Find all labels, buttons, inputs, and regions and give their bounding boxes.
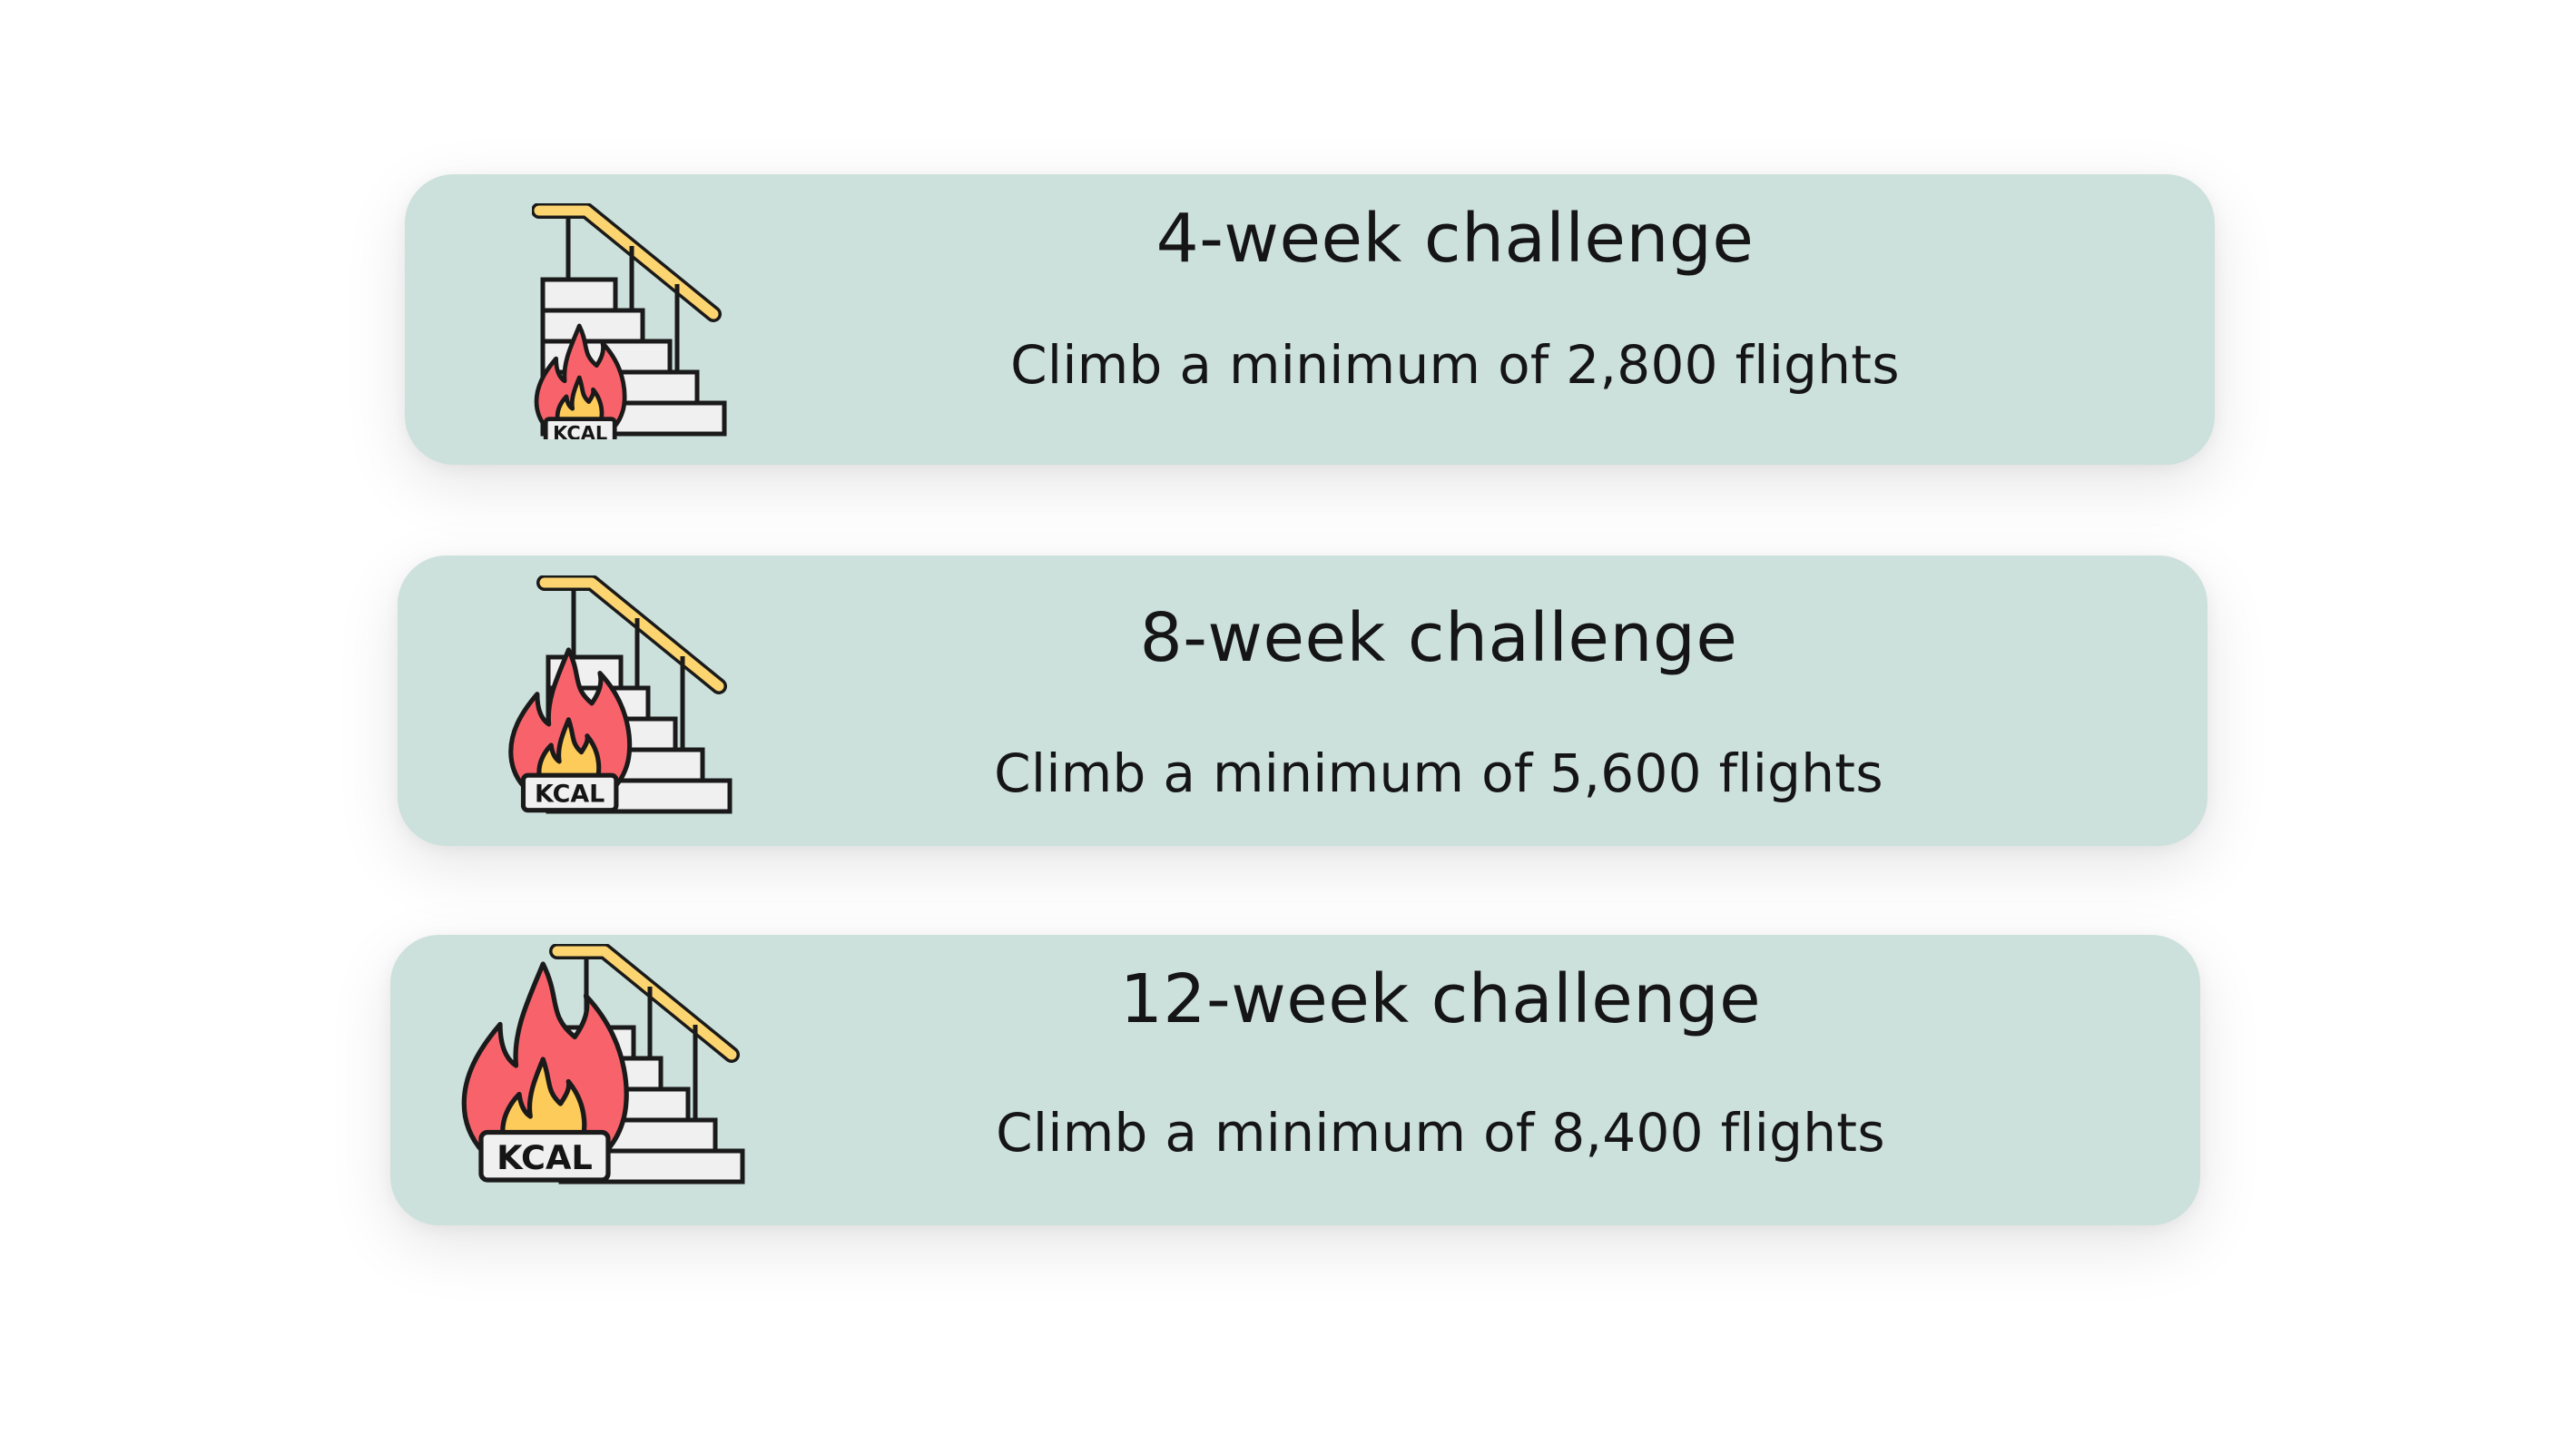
challenge-description: Climb a minimum of 8,400 flights: [996, 1102, 1885, 1164]
challenge-description: Climb a minimum of 5,600 flights: [994, 742, 1883, 804]
kcal-badge-text: KCAL: [497, 1138, 593, 1177]
challenge-title: 4-week challenge: [1155, 200, 1755, 278]
challenge-title: 12-week challenge: [1119, 960, 1762, 1038]
challenge-card-4-week: KCAL 4-week challenge Climb a minimum of…: [405, 174, 2215, 465]
stairs-calorie-flame-icon: KCAL: [461, 944, 745, 1185]
stairs-calorie-flame-icon: KCAL: [532, 203, 727, 439]
challenge-card-12-week: KCAL 12-week challenge Climb a minimum o…: [390, 935, 2200, 1225]
challenge-description: Climb a minimum of 2,800 flights: [1010, 334, 1900, 396]
challenge-card-8-week: KCAL 8-week challenge Climb a minimum of…: [398, 555, 2207, 846]
challenge-title: 8-week challenge: [1139, 599, 1738, 677]
kcal-badge-text: KCAL: [535, 781, 605, 809]
kcal-badge-text: KCAL: [553, 422, 607, 439]
stairs-calorie-flame-icon: KCAL: [508, 575, 732, 814]
